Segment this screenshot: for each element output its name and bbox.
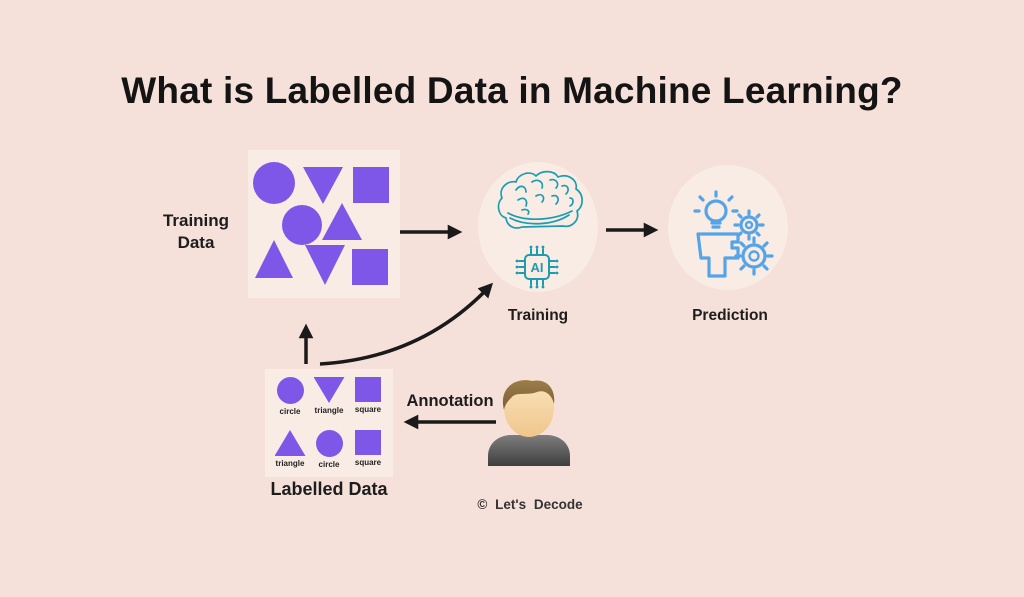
person-body [488,435,570,466]
triangle-down-shape [303,167,343,204]
triangle-up-shape [322,203,362,240]
arrow-trainingdata-to-training [400,224,463,240]
training-data-label: Training Data [162,211,230,253]
gear-small [733,209,765,241]
annotation-label: Annotation [406,392,494,410]
shape-label: square [354,405,382,414]
prediction-label: Prediction [692,307,768,324]
page-title: What is Labelled Data in Machine Learnin… [121,70,903,111]
brain-icon [497,170,583,229]
arrow-training-to-prediction [606,222,659,238]
ai-chip-text: AI [531,260,544,275]
person-annotator-icon [488,379,570,466]
person-hair [502,380,555,410]
labelled-shape-cell: circle [271,377,309,416]
triangle-up-shape [255,240,293,278]
shape-label: triangle [314,406,344,415]
labelled-shape-cell: triangle [271,430,309,469]
labelled-shape-cell: square [349,377,387,416]
training-label: Training [507,307,569,324]
training-data-shape-grid [248,150,400,298]
square-shape [355,430,381,455]
square-shape [352,249,388,285]
watermark: © Let's Decode [477,497,583,512]
labelled-data-shape-grid: circle triangle square triangle circle squar… [265,369,393,477]
shape-label: triangle [275,459,305,468]
triangle-down-shape [313,377,345,403]
shape-label: circle [279,407,301,416]
square-shape [353,167,389,203]
labelled-data-row: circle triangle square [271,377,387,416]
labelled-shape-cell: square [349,430,387,469]
triangle-up-shape [274,430,306,456]
shape-label: square [354,458,382,467]
shape-label: circle [318,460,340,469]
bulb-head-gears-icon [693,190,774,278]
circle-shape [253,162,295,204]
circle-shape [276,377,304,404]
circle-shape [315,430,343,457]
labelled-data-label: Labelled Data [270,479,388,499]
labelled-shape-cell: circle [310,430,348,469]
gear-large [734,236,774,276]
square-shape [355,377,381,402]
circle-shape [282,205,322,245]
arrow-labelleddata-to-training-curved [319,282,494,366]
arrow-person-to-annotation [403,414,496,430]
labelled-shape-cell: triangle [310,377,348,416]
arrow-labelleddata-to-trainingdata [298,323,314,364]
ai-chip-icon: AI [515,245,559,289]
labelled-data-row: triangle circle square [271,430,387,469]
